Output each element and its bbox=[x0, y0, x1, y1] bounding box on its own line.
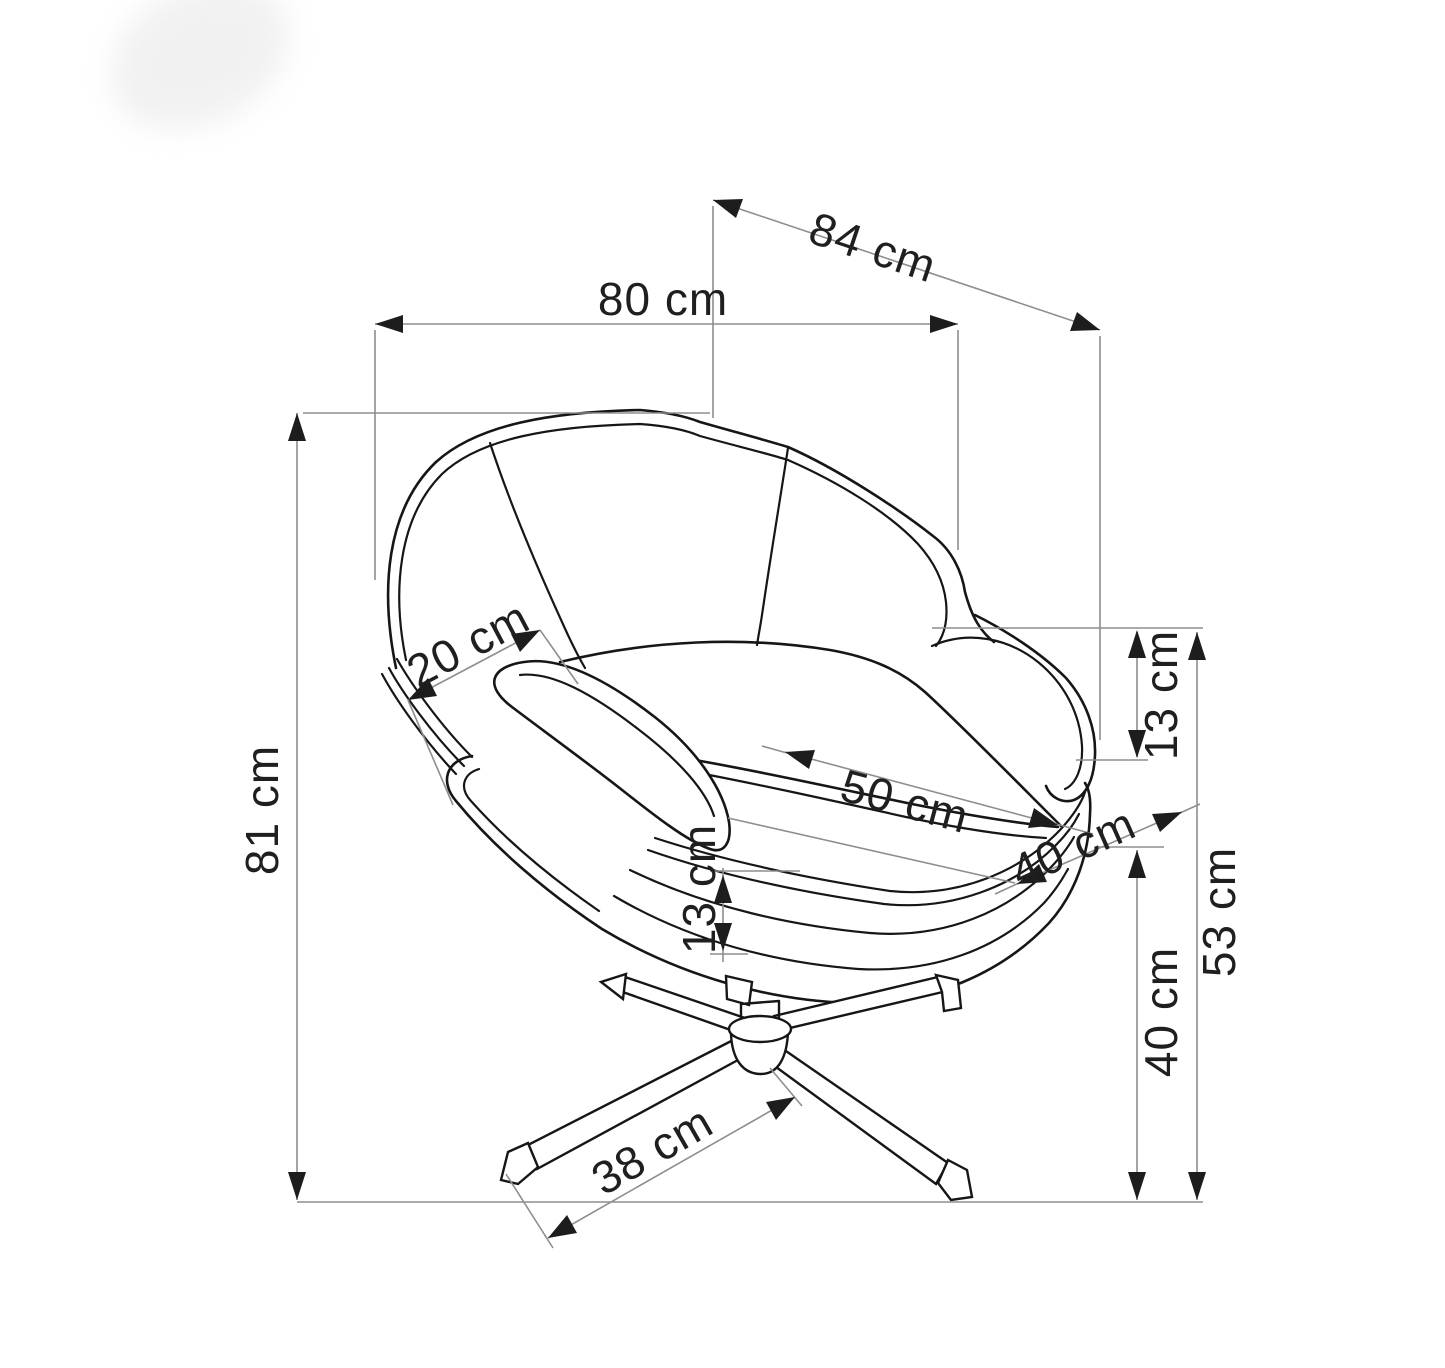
dim-armrest-bolster bbox=[407, 629, 579, 806]
chair-seat-cushion bbox=[558, 640, 1063, 840]
dim-seat-width bbox=[761, 745, 1094, 835]
chair-seat-bowl-shell bbox=[445, 754, 1092, 1005]
base-column bbox=[727, 999, 793, 1076]
chair-left-armrest-bolster bbox=[493, 659, 731, 852]
dim-overall-depth bbox=[712, 199, 1101, 740]
dim-base-leg bbox=[505, 1067, 803, 1249]
dim-armrest-above-seat bbox=[932, 627, 1203, 761]
chair-backrest-shell bbox=[380, 408, 996, 776]
dim-label-armrest-height: 53 cm bbox=[1193, 846, 1245, 978]
chair-right-armrest bbox=[930, 613, 1097, 803]
dim-label-shell-rim: 13 cm bbox=[673, 823, 725, 955]
dimension-graphics bbox=[288, 199, 1206, 1249]
dim-shell-rim bbox=[710, 868, 800, 962]
base-legs bbox=[499, 972, 974, 1202]
dim-overall-height bbox=[288, 412, 710, 1200]
dim-label-overall-width: 80 cm bbox=[597, 273, 729, 325]
dim-seat-height bbox=[1098, 846, 1164, 1200]
chair-swivel-base bbox=[499, 972, 974, 1202]
dim-armrest-height bbox=[1188, 632, 1206, 1200]
dim-seat-depth bbox=[727, 803, 1201, 895]
dim-label-overall-height: 81 cm bbox=[236, 744, 288, 876]
watermark-smudge bbox=[110, 0, 290, 130]
dim-overall-width bbox=[374, 315, 959, 580]
dim-label-armrest-above-seat: 13 cm bbox=[1135, 629, 1187, 761]
dim-label-seat-height: 40 cm bbox=[1135, 946, 1187, 1078]
